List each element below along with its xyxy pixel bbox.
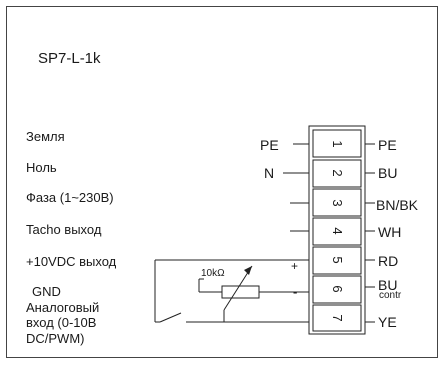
wire-label-t5: RD (378, 253, 399, 269)
label-phase: Фаза (1~230В) (26, 190, 114, 205)
wire-label-t4: WH (378, 224, 402, 240)
wire-label-t6-sub: contr (379, 290, 402, 301)
label-gnd: GND (32, 284, 61, 299)
label-analog-line3: DC/PWM) (26, 331, 85, 346)
plus-sign: + (291, 259, 299, 273)
terminal-number-5: 5 (330, 256, 345, 263)
terminal-number-7: 7 (330, 314, 345, 321)
terminal-cell-6 (312, 275, 362, 304)
label-analog-line1: Аналоговый (26, 300, 100, 315)
terminal-number-2: 2 (330, 169, 345, 176)
terminal-block (308, 125, 366, 335)
terminal-cell-1 (312, 129, 362, 158)
terminal-cell-2 (312, 159, 362, 188)
left-pin-n: N (264, 165, 275, 181)
terminal-cell-7 (312, 304, 362, 332)
label-ref10v: +10VDC выход (26, 254, 117, 269)
wire-label-t1: PE (378, 137, 397, 153)
diagram-frame (6, 6, 438, 358)
terminal-number-4: 4 (330, 227, 345, 234)
wiper-arrowhead (244, 266, 252, 275)
terminal-number-1: 1 (330, 140, 345, 147)
switch-contact (159, 312, 182, 323)
terminal-cell-4 (312, 217, 362, 246)
wire-label-t2: BU (378, 165, 398, 181)
terminal-number-3: 3 (330, 199, 345, 206)
potentiometer-label: 10kΩ (201, 268, 225, 279)
terminal-cell-3 (312, 188, 362, 217)
left-pin-pe: PE (260, 137, 279, 153)
label-neutral: Ноль (26, 160, 57, 175)
model-title: SP7-L-1k (38, 50, 101, 67)
potentiometer-resistor (221, 285, 260, 299)
potentiometer-wiper (223, 265, 253, 311)
label-ground: Земля (26, 129, 65, 144)
terminal-cell-5 (312, 246, 362, 275)
terminal-number-6: 6 (330, 285, 345, 292)
wire-label-t7: YE (378, 314, 397, 330)
wire-label-t3: BN/BK (376, 197, 419, 213)
wire-label-t6: BU (378, 277, 398, 293)
label-analog-line2: вход (0-10В (26, 315, 97, 330)
label-tacho: Tacho выход (26, 222, 102, 237)
